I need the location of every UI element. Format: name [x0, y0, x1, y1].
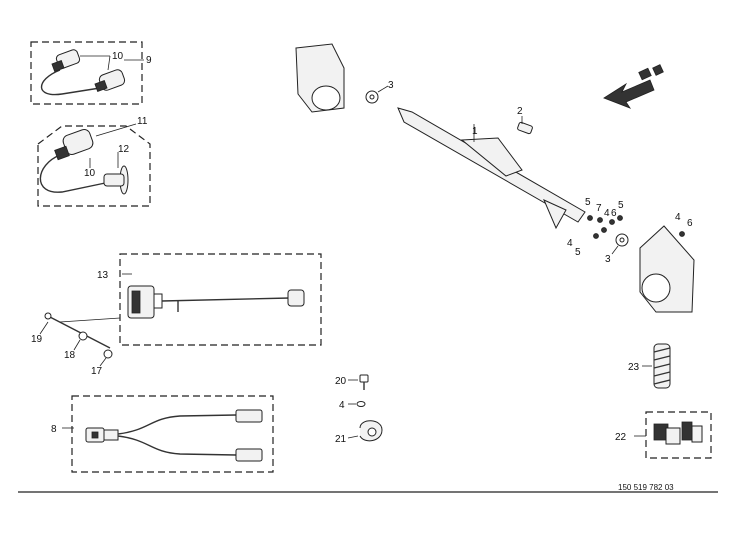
callout-10: 10 [112, 51, 124, 62]
callout-3: 3 [605, 254, 611, 265]
callout-4: 4 [675, 212, 681, 223]
callout-10: 10 [84, 168, 96, 179]
callout-20: 20 [335, 376, 347, 387]
callout-13: 13 [97, 270, 109, 281]
callout-8: 8 [51, 424, 57, 435]
callout-5: 5 [585, 197, 591, 208]
direction-arrow-icon [603, 64, 664, 109]
callout-6: 6 [611, 208, 617, 219]
drawing-number: 150 519 782 03 [618, 483, 674, 492]
callout-3: 3 [388, 80, 394, 91]
callout-4: 4 [339, 400, 345, 411]
callout-11: 11 [137, 116, 148, 127]
callout-1: 1 [472, 126, 478, 137]
callout-12: 12 [118, 144, 130, 155]
main-assembly: 3 1 2 5 7 4 6 5 4 5 4 6 3 [295, 43, 695, 313]
callout-21: 21 [335, 434, 347, 445]
callout-23: 23 [628, 362, 640, 373]
callout-5: 5 [575, 247, 581, 258]
loose-parts: 20 4 21 23 22 [335, 343, 712, 459]
callout-9: 9 [146, 55, 152, 66]
callout-17: 17 [91, 366, 103, 377]
callout-2: 2 [517, 106, 523, 117]
callout-6: 6 [687, 218, 693, 229]
callout-7: 7 [596, 203, 602, 214]
callout-5: 5 [618, 200, 624, 211]
callout-18: 18 [64, 350, 76, 361]
group-box-13: 13 19 18 17 [31, 253, 322, 377]
group-box-8: 8 [51, 395, 274, 473]
group-box-11: 11 12 10 [37, 116, 151, 207]
callout-4: 4 [604, 208, 610, 219]
callout-4: 4 [567, 238, 573, 249]
callout-19: 19 [31, 334, 43, 345]
group-box-9: 10 9 [30, 41, 152, 105]
callout-22: 22 [615, 432, 627, 443]
